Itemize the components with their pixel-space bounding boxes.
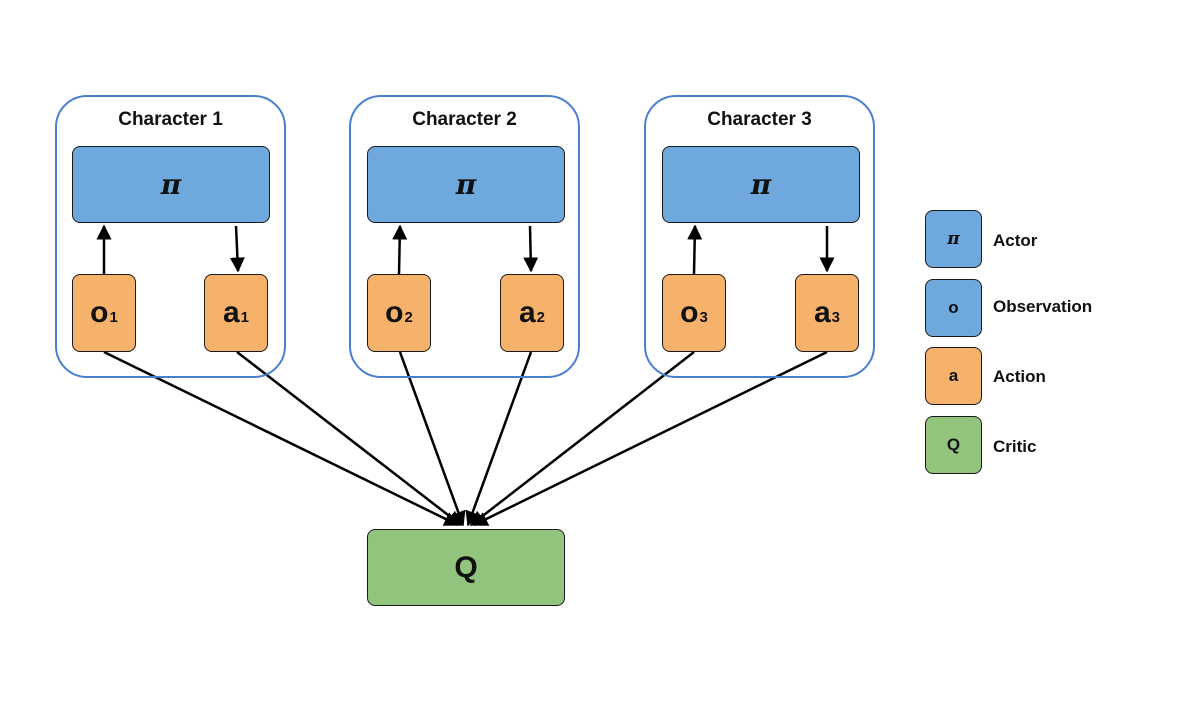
observation-symbol: o: [385, 296, 404, 329]
character-2-group: Character 2: [349, 95, 580, 378]
legend-action-swatch: a: [925, 347, 982, 405]
observation-subscript: 3: [699, 308, 708, 326]
actor-symbol: π: [160, 168, 182, 201]
action-subscript: 3: [831, 308, 841, 326]
legend-symbol: o: [948, 298, 959, 317]
action-symbol: a: [518, 296, 536, 329]
edge-o3-to-actor3: [687, 224, 703, 275]
edge-a2-to-critic: [465, 351, 533, 527]
observation-symbol: o: [680, 296, 699, 329]
observation-subscript: 1: [109, 308, 118, 326]
edge-o2-to-critic: [398, 351, 466, 527]
character-title: Character 1: [118, 109, 223, 130]
legend-observation-label: Observation: [993, 297, 1093, 316]
character-1-group: Character 1: [55, 95, 286, 378]
legend-symbol: a: [948, 366, 959, 385]
edge-actor1-to-a1: [229, 225, 245, 273]
edge-o3-to-critic: [469, 351, 695, 526]
legend-critic-swatch: Q: [925, 416, 982, 474]
legend-actor-label: Actor: [993, 231, 1038, 250]
edge-actor2-to-a2: [523, 225, 539, 273]
legend-critic-label: Critic: [993, 437, 1037, 456]
actor-symbol: π: [455, 168, 477, 201]
edge-a1-to-critic: [236, 351, 463, 526]
actor-node-1: π: [72, 146, 270, 223]
observation-subscript: 2: [404, 308, 413, 326]
character-title: Character 3: [707, 109, 812, 130]
action-symbol: a: [222, 296, 240, 329]
character-title: Character 2: [412, 109, 517, 130]
edge-a3-to-critic: [472, 350, 828, 527]
legend-symbol: π: [947, 229, 960, 249]
action-subscript: 1: [240, 308, 250, 326]
observation-symbol: o: [90, 296, 109, 329]
edge-o1-to-critic: [103, 350, 460, 527]
legend-symbol: Q: [946, 435, 961, 454]
legend-observation-swatch: o: [925, 279, 982, 337]
character-3-group: Character 3: [644, 95, 875, 378]
actor-node-2: π: [367, 146, 565, 223]
critic-symbol: Q: [454, 550, 478, 584]
legend-actor-swatch: π: [925, 210, 982, 268]
action-symbol: a: [813, 296, 831, 329]
critic-node: Q: [367, 529, 565, 606]
actor-symbol: π: [750, 168, 772, 201]
edge-o2-to-actor2: [392, 224, 408, 275]
legend-action-label: Action: [993, 367, 1046, 386]
actor-node-3: π: [662, 146, 860, 223]
action-subscript: 2: [536, 308, 546, 326]
